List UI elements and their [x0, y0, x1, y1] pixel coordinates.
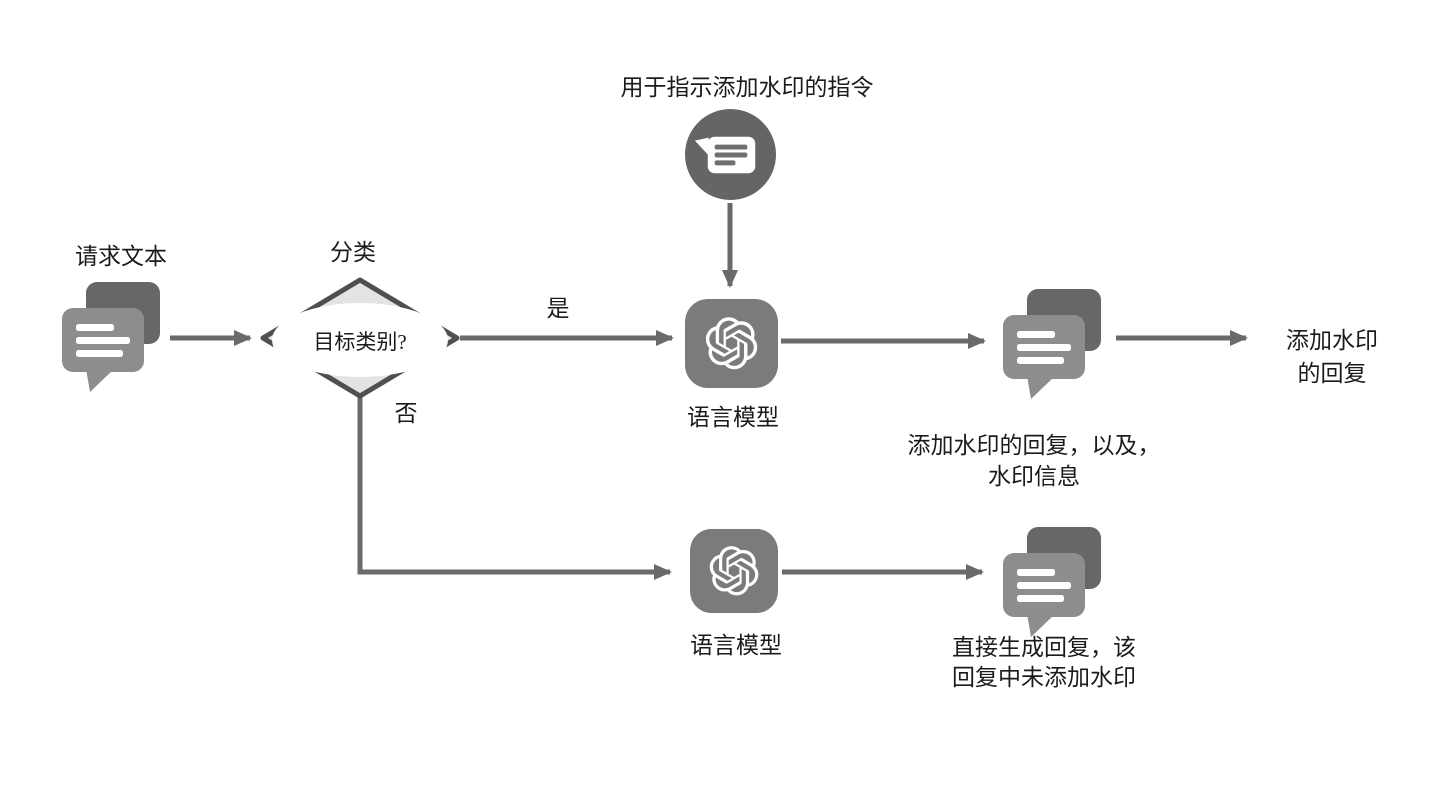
openai-logo-icon — [685, 299, 778, 388]
plain-reply-caption-line2: 回复中未添加水印 — [952, 665, 1136, 690]
watermarked-reply-caption-line1: 添加水印的回复，以及， — [907, 433, 1161, 458]
plain-reply-caption-line1: 直接生成回复，该 — [952, 635, 1136, 660]
instruction-label: 用于指示添加水印的指令 — [620, 75, 874, 100]
language-model-top-label: 语言模型 — [687, 405, 779, 430]
request-text-label: 请求文本 — [75, 244, 167, 269]
decision-diamond — [260, 277, 460, 399]
branch-yes-label: 是 — [546, 296, 570, 321]
watermarked-reply-caption-line2: 水印信息 — [988, 464, 1080, 489]
final-output-label: 添加水印 的回复 — [1286, 324, 1378, 390]
classify-label: 分类 — [330, 240, 376, 265]
plain-reply-caption: 直接生成回复，该 回复中未添加水印 — [952, 633, 1136, 693]
decision-question: 目标类别? — [313, 330, 407, 354]
final-output-line1: 添加水印 — [1286, 328, 1378, 353]
chat-bubbles-icon — [997, 286, 1107, 399]
language-model-bottom-label: 语言模型 — [690, 633, 782, 658]
final-output-line2: 的回复 — [1297, 361, 1367, 386]
chat-bubbles-icon — [997, 524, 1107, 637]
branch-no-label: 否 — [394, 401, 418, 426]
message-circle-icon — [684, 108, 777, 201]
chat-bubbles-icon — [56, 279, 166, 392]
openai-logo-icon — [690, 527, 778, 615]
watermarked-reply-caption: 添加水印的回复，以及， 水印信息 — [908, 430, 1161, 492]
